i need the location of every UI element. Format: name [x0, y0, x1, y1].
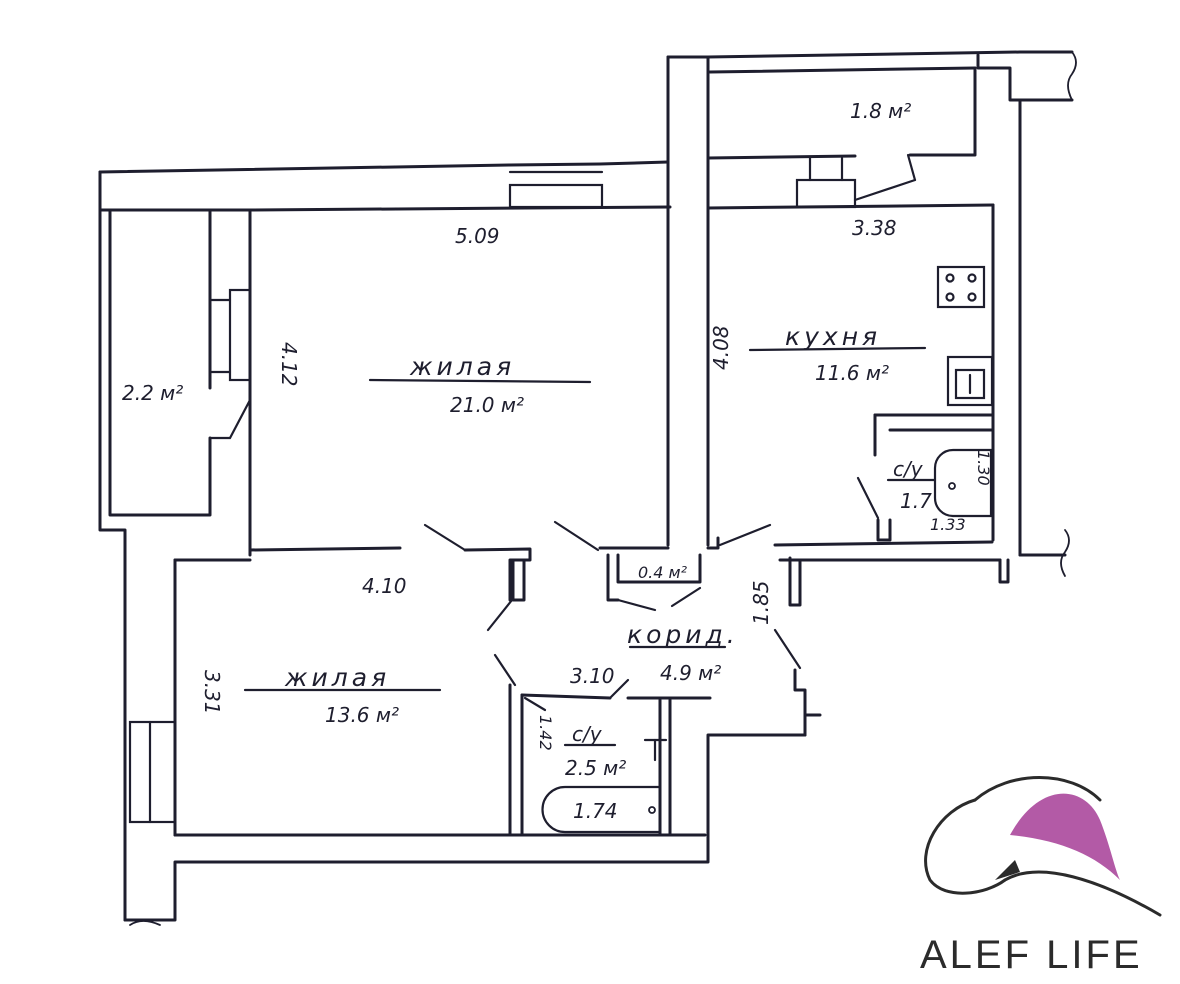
- dim-1-30: 1.30: [974, 450, 993, 486]
- dimension-labels: 5.09 3.38 4.12 4.08 4.10 3.31 3.10 1.85 …: [200, 216, 993, 823]
- sink-icon: [946, 355, 994, 407]
- bath-sink-icon: [643, 738, 668, 762]
- dim-4-12: 4.12: [277, 342, 301, 387]
- area-balcony-left: 2.2 м²: [122, 381, 183, 405]
- dim-4-08: 4.08: [709, 325, 733, 370]
- stove-icon: [936, 265, 986, 309]
- label-underlines: [243, 346, 937, 747]
- dim-3-31: 3.31: [200, 670, 224, 715]
- bathtub-icon: [541, 785, 662, 834]
- dim-5-09: 5.09: [455, 224, 500, 248]
- area-corridor: 4.9 м²: [660, 661, 721, 685]
- area-kitchen: 11.6 м²: [815, 361, 889, 385]
- dim-1-74: 1.74: [573, 799, 618, 823]
- area-bathroom: 2.5 м²: [565, 756, 626, 780]
- dim-3-10: 3.10: [570, 664, 615, 688]
- doors: [208, 153, 917, 712]
- area-balcony-top: 1.8 м²: [850, 99, 911, 123]
- room-label-corridor: корид.: [627, 620, 739, 649]
- room-label-living-large: жилая: [409, 352, 515, 381]
- room-label-living-small: жилая: [284, 663, 390, 692]
- room-label-bathroom: с/у: [572, 722, 603, 746]
- windows: [128, 156, 857, 824]
- area-closet: 0.4 м²: [638, 563, 688, 582]
- fixtures: [541, 265, 994, 834]
- logo-text: ALEF LIFE: [920, 933, 1143, 977]
- dim-1-33: 1.33: [930, 515, 966, 534]
- area-living-large: 21.0 м²: [450, 393, 524, 417]
- dim-1-85: 1.85: [749, 580, 773, 625]
- dim-4-10: 4.10: [362, 574, 407, 598]
- logo-mark-icon: [1010, 793, 1120, 880]
- area-living-small: 13.6 м²: [325, 703, 399, 727]
- dim-1-42: 1.42: [536, 715, 555, 751]
- room-label-wc: с/у: [893, 457, 924, 481]
- dim-3-38: 3.38: [852, 216, 897, 240]
- toilet-tub-icon: [933, 448, 993, 518]
- room-labels: жилая 21.0 м² кухня 11.6 м² жилая 13.6 м…: [122, 99, 932, 780]
- room-label-kitchen: кухня: [785, 322, 881, 351]
- alef-life-logo: ALEF LIFE: [920, 776, 1162, 977]
- area-wc: 1.7: [900, 489, 932, 513]
- interior-walls: [173, 208, 1002, 837]
